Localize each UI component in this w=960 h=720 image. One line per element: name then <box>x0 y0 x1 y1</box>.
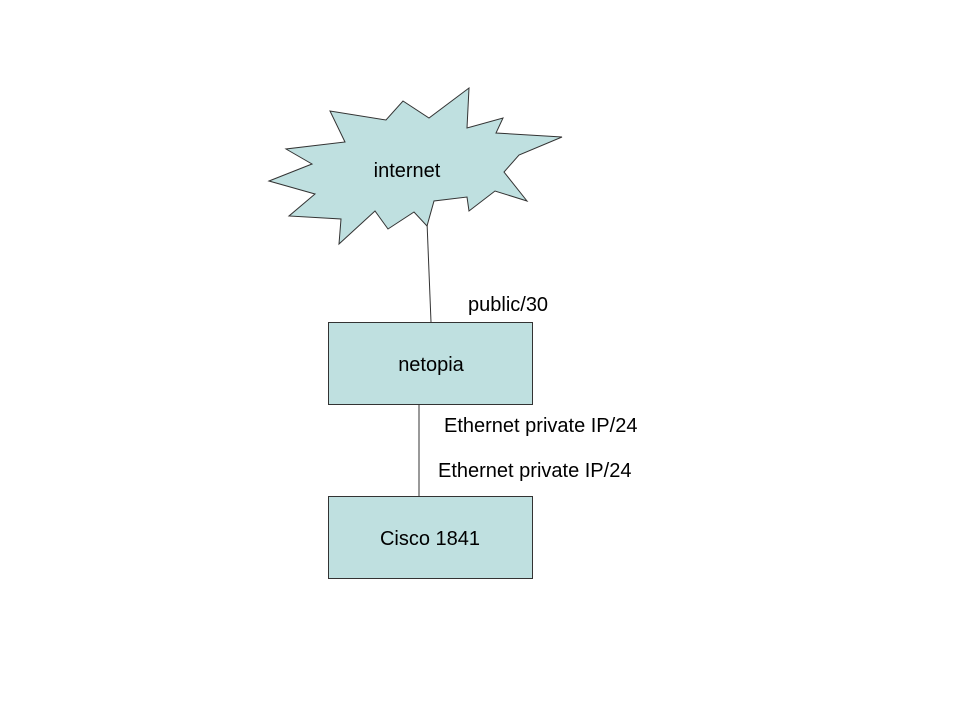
netopia-box <box>328 322 533 405</box>
netopia-label: netopia <box>398 354 464 376</box>
public-link-label: public/30 <box>468 294 548 316</box>
internet-node: internet <box>267 86 563 246</box>
cisco-label: Cisco 1841 <box>380 528 480 550</box>
cisco-node: Cisco 1841 <box>328 496 533 579</box>
cisco-box <box>328 496 533 579</box>
link-internet-netopia <box>426 221 432 323</box>
internet-cloud-shape <box>267 86 563 246</box>
cisco-ethernet-label: Ethernet private IP/24 <box>438 460 631 482</box>
netopia-node: netopia <box>328 322 533 405</box>
internet-label: internet <box>374 160 441 182</box>
netopia-ethernet-label: Ethernet private IP/24 <box>444 415 637 437</box>
